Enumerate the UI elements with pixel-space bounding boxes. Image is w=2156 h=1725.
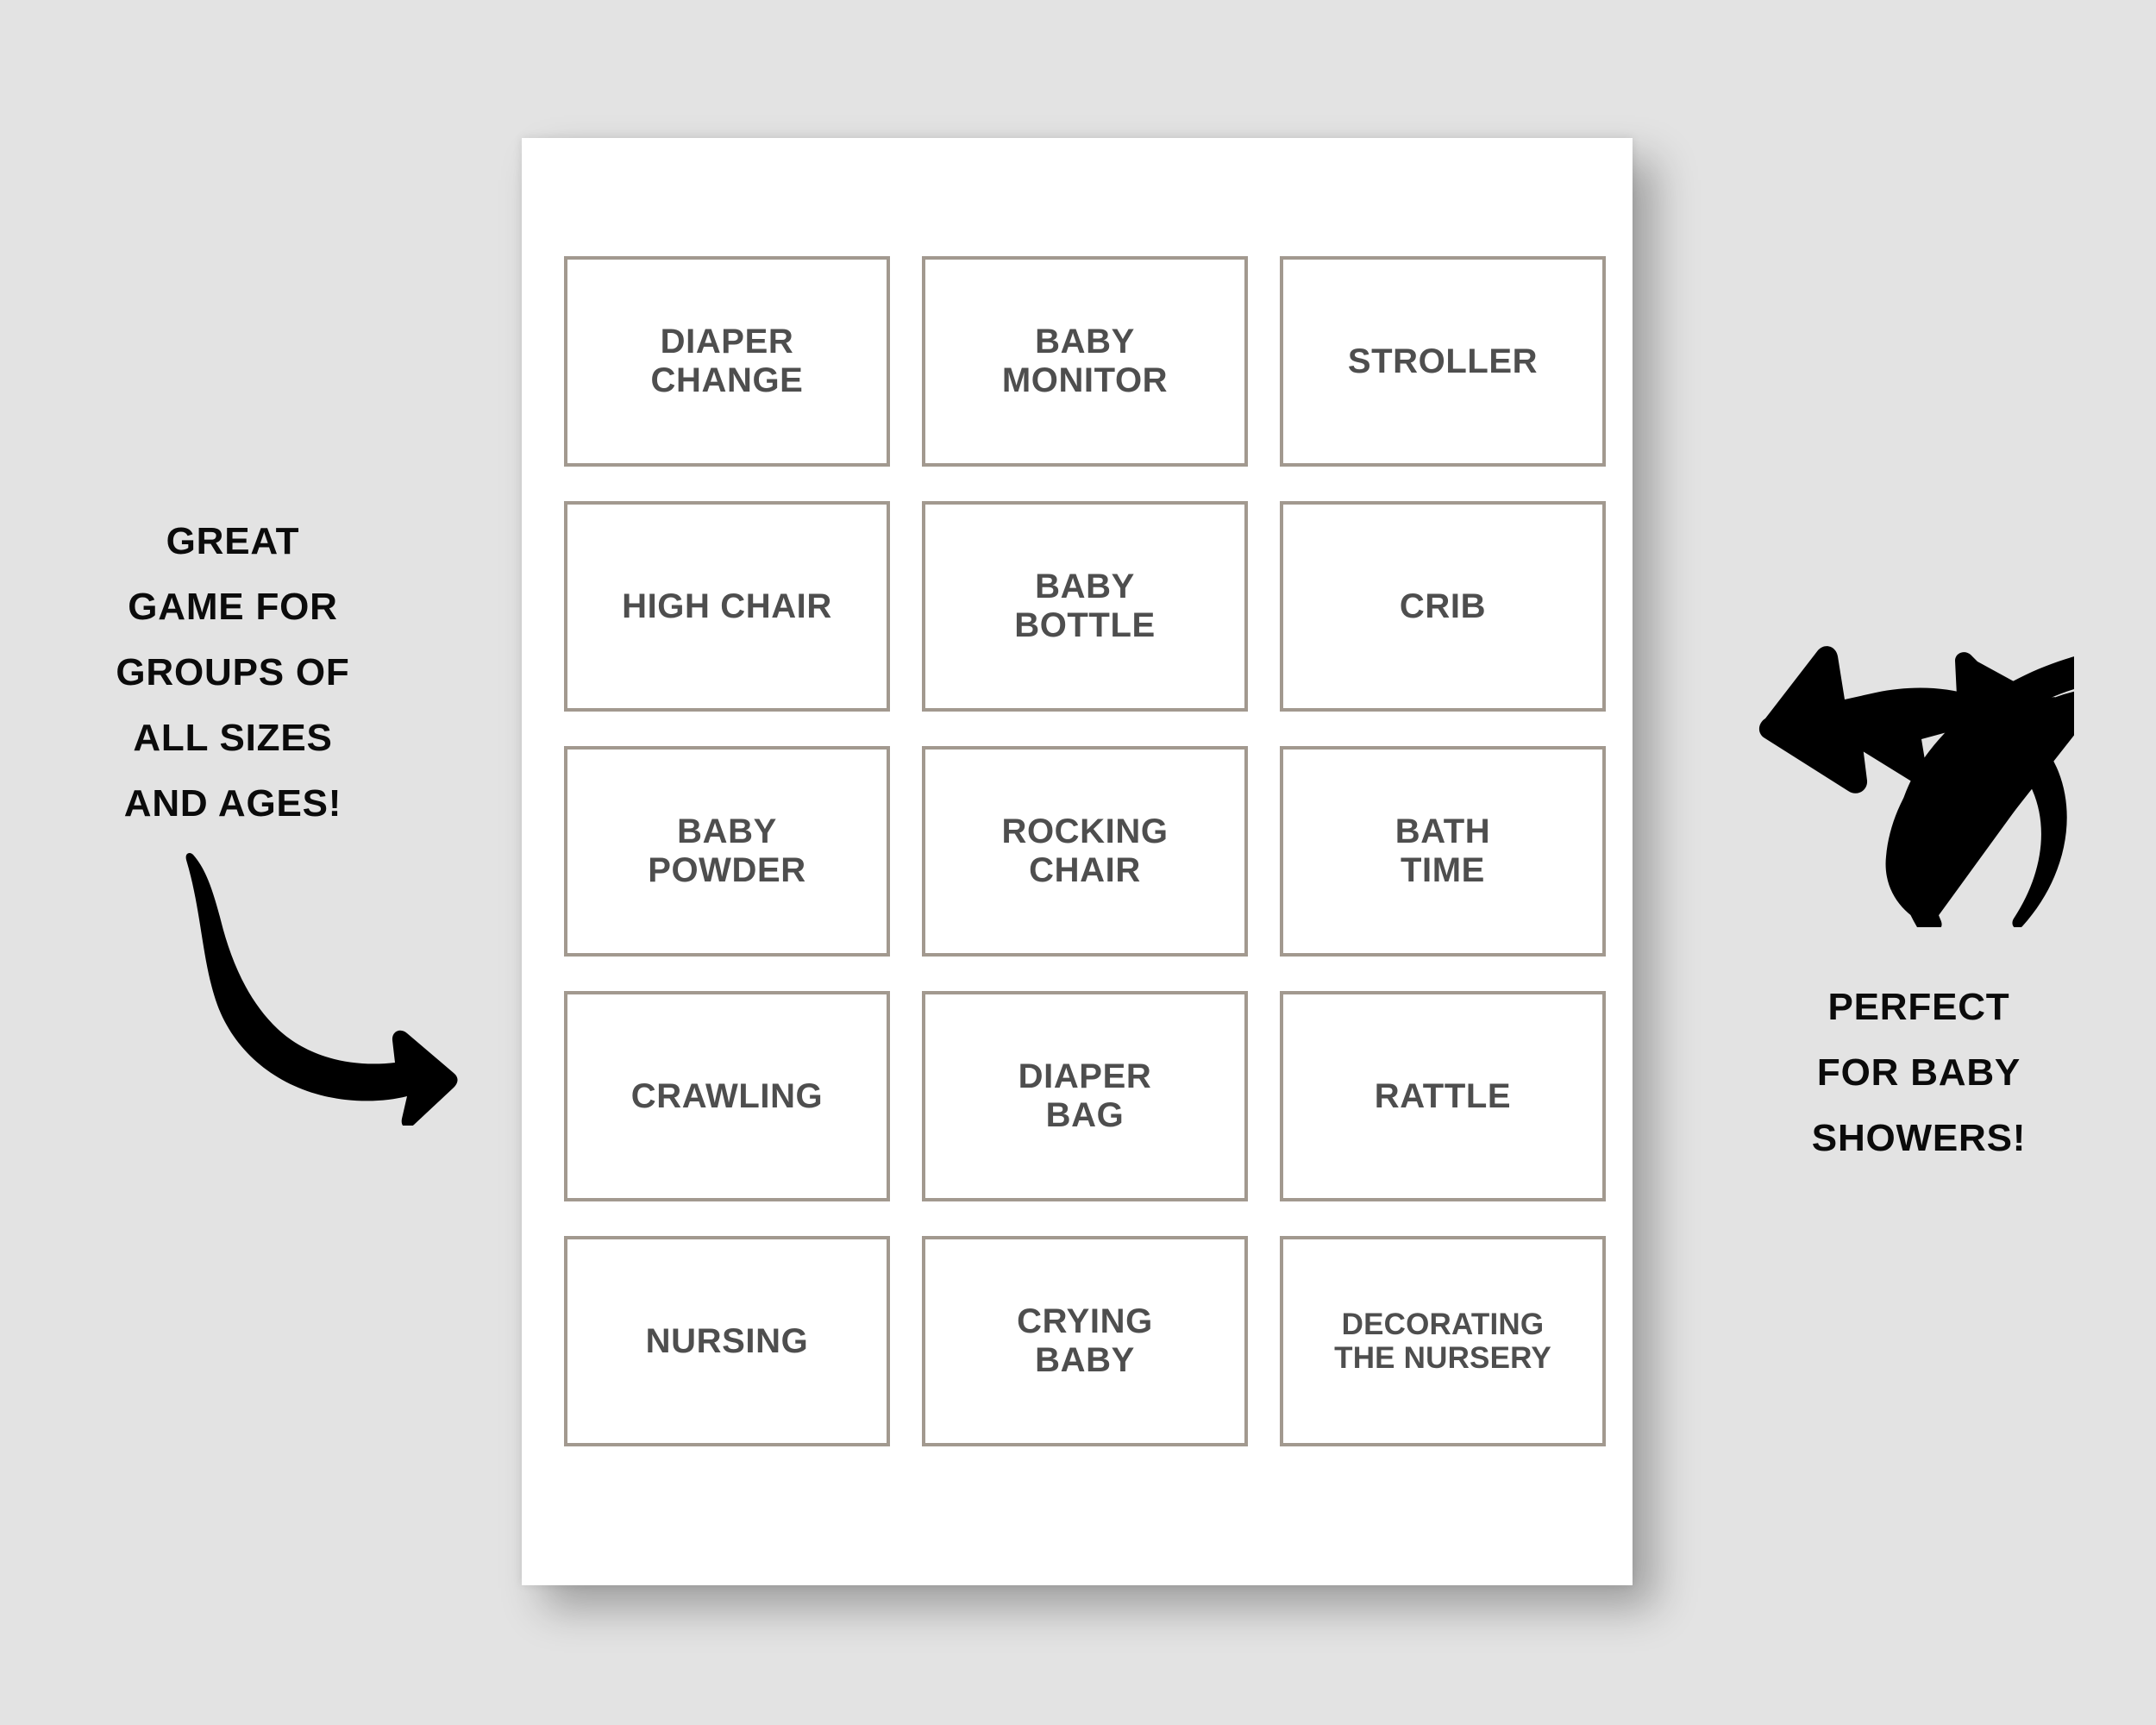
bingo-cell-label: DIAPER CHANGE [650,323,804,399]
bingo-cell-label: DIAPER BAG [1018,1057,1152,1134]
bingo-cell[interactable]: STROLLER [1280,256,1606,467]
bingo-cell-label: CRIB [1399,586,1487,625]
promo-text-left: GREAT GAME FOR GROUPS OF ALL SIZES AND A… [116,520,350,825]
bingo-cell[interactable]: NURSING [564,1236,890,1446]
bingo-cell[interactable]: CRYING BABY [922,1236,1248,1446]
bingo-cell[interactable]: DIAPER BAG [922,991,1248,1201]
curved-arrow-down-right-icon [164,850,492,1126]
bingo-cell-label: DECORATING THE NURSERY [1334,1307,1551,1375]
bingo-cell-label: BABY MONITOR [1001,323,1169,399]
bingo-cell[interactable]: DECORATING THE NURSERY [1280,1236,1606,1446]
bingo-cell-label: HIGH CHAIR [622,586,832,625]
bingo-cell-label: ROCKING CHAIR [1001,812,1169,889]
bingo-cell[interactable]: RATTLE [1280,991,1606,1201]
bingo-grid: DIAPER CHANGE BABY MONITOR STROLLER HIGH… [564,256,1606,1446]
bingo-cell[interactable]: HIGH CHAIR [564,501,890,712]
curved-arrow-up-left-icon [1755,643,2074,927]
bingo-cell-label: RATTLE [1374,1076,1512,1115]
bingo-cell-label: BATH TIME [1395,812,1491,889]
bingo-cell[interactable]: CRAWLING [564,991,890,1201]
bingo-cell[interactable]: ROCKING CHAIR [922,746,1248,957]
bingo-cell-label: STROLLER [1347,342,1539,380]
bingo-cell-label: NURSING [645,1321,809,1360]
bingo-cell[interactable]: BATH TIME [1280,746,1606,957]
bingo-cell-label: BABY POWDER [648,812,806,889]
bingo-cell[interactable]: BABY POWDER [564,746,890,957]
bingo-cell-label: CRAWLING [630,1076,824,1115]
bingo-cell[interactable]: DIAPER CHANGE [564,256,890,467]
bingo-cell[interactable]: BABY BOTTLE [922,501,1248,712]
bingo-cell-label: CRYING BABY [1017,1302,1153,1379]
printable-sheet: DIAPER CHANGE BABY MONITOR STROLLER HIGH… [522,138,1633,1585]
promo-text-right: PERFECT FOR BABY SHOWERS! [1811,986,2027,1159]
bingo-cell-label: BABY BOTTLE [1014,568,1156,644]
bingo-cell[interactable]: BABY MONITOR [922,256,1248,467]
bingo-cell[interactable]: CRIB [1280,501,1606,712]
